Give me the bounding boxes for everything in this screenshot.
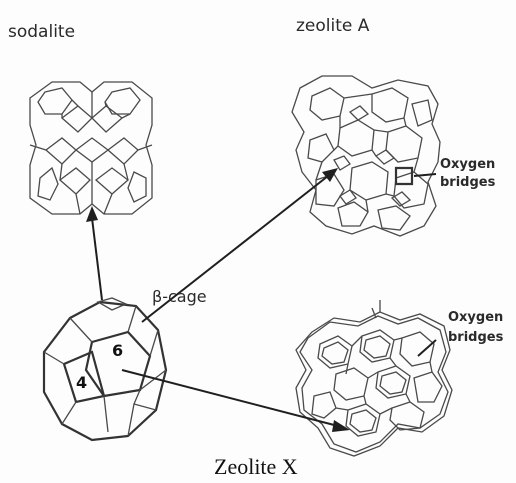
sodalite-framework [30, 82, 152, 214]
beta-cage-label: β-cage [152, 287, 207, 306]
oxygen-bridges-a-label-line2: bridges [440, 175, 496, 190]
zeolite-a-framework [292, 76, 440, 236]
sodalite-label: sodalite [8, 22, 75, 42]
oxygen-bridges-x-label-line2: bridges [448, 330, 504, 345]
zeolite-x-framework [296, 300, 452, 456]
ring-6-label: 6 [112, 341, 123, 360]
zeolite-a-label: zeolite A [296, 16, 370, 36]
arrow-to-sodalite [86, 206, 102, 300]
beta-cage [44, 298, 166, 440]
ring-4-label: 4 [76, 373, 87, 392]
oxygen-bridges-x-label-line1: Oxygen [448, 310, 503, 325]
arrow-to-zeolite-x [122, 370, 350, 432]
zeolite-x-label: Zeolite X [214, 454, 298, 479]
oxygen-bridges-a-label-line1: Oxygen [440, 157, 495, 172]
